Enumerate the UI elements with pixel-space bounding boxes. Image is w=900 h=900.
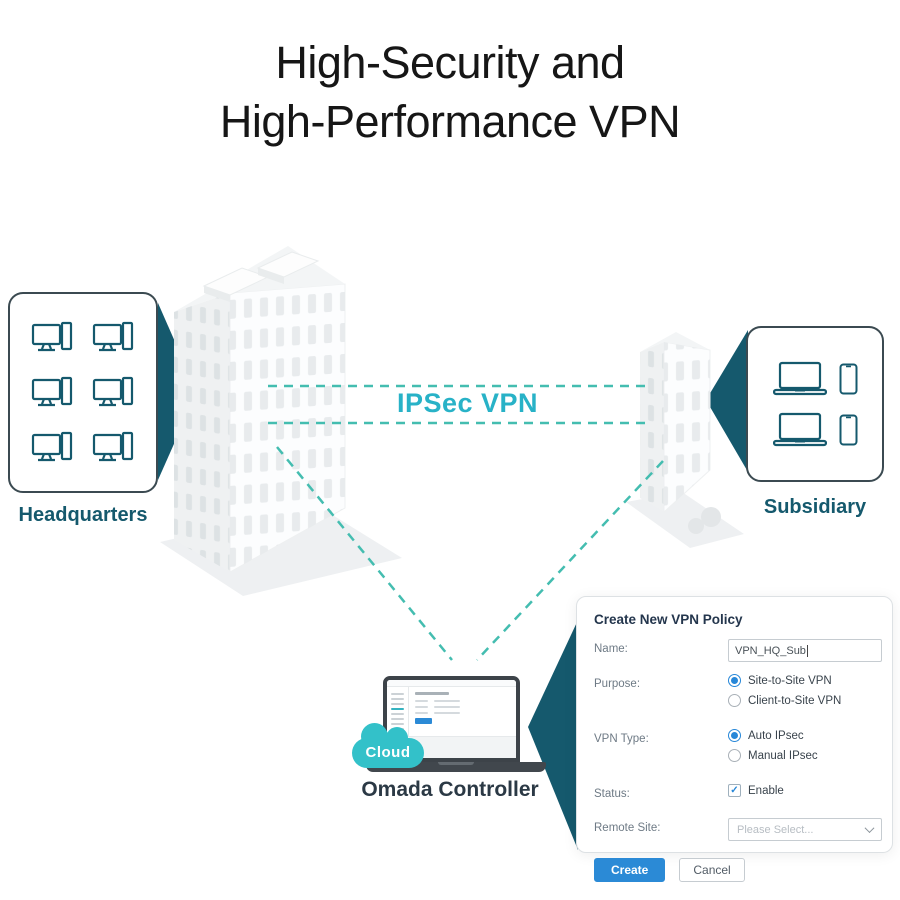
dialog-arrow-icon [528, 620, 578, 850]
name-field-row: Name: VPN_HQ_Sub [594, 639, 882, 662]
vpn-type-label: VPN Type: [594, 733, 649, 745]
subsidiary-row [762, 361, 868, 396]
name-label: Name: [594, 643, 628, 655]
desktop-computer-icon [31, 431, 72, 462]
laptop-icon [772, 361, 827, 396]
cloud-badge: Cloud [352, 723, 424, 768]
smartphone-icon [839, 414, 857, 445]
purpose-field-row: Purpose: Site-to-Site VPN Client-to-Site… [594, 674, 875, 714]
remote-site-select[interactable]: Please Select... [728, 818, 882, 841]
headquarters-box [8, 292, 158, 493]
radio-manual-ipsec[interactable]: Manual IPsec [728, 749, 875, 762]
chevron-down-icon [864, 823, 875, 834]
desktop-computer-icon [92, 431, 133, 462]
bush-icon [688, 518, 704, 534]
mini-button [415, 718, 432, 724]
vpn-type-field-row: VPN Type: Auto IPsec Manual IPsec [594, 729, 875, 769]
radio-unselected-icon[interactable] [728, 694, 741, 707]
cancel-button[interactable]: Cancel [679, 858, 745, 882]
smartphone-icon [839, 363, 857, 394]
status-label: Status: [594, 788, 630, 800]
title-line-1: High-Security and [275, 37, 625, 88]
subsidiary-building [626, 332, 744, 548]
ipsec-vpn-label: IPSec VPN [396, 388, 539, 418]
status-field-row: Status: ✓ Enable [594, 784, 875, 804]
hq-arrow-icon [158, 303, 197, 480]
radio-selected-icon[interactable] [728, 674, 741, 687]
create-vpn-policy-dialog: Create New VPN Policy Name: VPN_HQ_Sub P… [576, 596, 893, 882]
desktop-computer-icon [92, 321, 133, 352]
dialog-title: Create New VPN Policy [594, 612, 743, 627]
title-line-2: High-Performance VPN [219, 95, 681, 147]
desktop-computer-icon [31, 376, 72, 407]
desktop-computer-icon [31, 321, 72, 352]
radio-selected-icon[interactable] [728, 729, 741, 742]
name-input[interactable]: VPN_HQ_Sub [728, 639, 882, 662]
radio-auto-ipsec[interactable]: Auto IPsec [728, 729, 875, 742]
name-input-value: VPN_HQ_Sub [735, 644, 806, 657]
remote-site-placeholder: Please Select... [737, 823, 814, 836]
headquarters-label: Headquarters [18, 504, 148, 526]
create-button[interactable]: Create [594, 858, 666, 882]
bush-icon [701, 507, 721, 527]
radio-client-to-site-vpn[interactable]: Client-to-Site VPN [728, 694, 875, 707]
radio-site-to-site-vpn[interactable]: Site-to-Site VPN [728, 674, 875, 687]
page-title: High-Security and High-Performance VPN [0, 34, 900, 151]
purpose-label: Purpose: [594, 678, 641, 690]
laptop-icon [772, 412, 827, 447]
controller-laptop-base [366, 762, 546, 772]
radio-unselected-icon[interactable] [728, 749, 741, 762]
remote-site-label: Remote Site: [594, 822, 661, 834]
mini-form [409, 687, 516, 758]
desktop-computer-icon [92, 376, 133, 407]
mini-topbar [387, 680, 516, 687]
subsidiary-box [746, 326, 884, 482]
checkbox-checked-icon[interactable]: ✓ [728, 784, 741, 797]
remote-site-field-row: Remote Site: Please Select... [594, 818, 882, 841]
hq-to-controller-line [276, 446, 453, 661]
text-cursor [806, 644, 808, 657]
subsidiary-row [762, 412, 868, 447]
headquarters-building [160, 246, 402, 596]
enable-checkbox-option[interactable]: ✓ Enable [728, 784, 875, 797]
subsidiary-arrow-icon [706, 330, 748, 472]
subsidiary-label: Subsidiary [763, 496, 867, 518]
cloud-badge-label: Cloud [365, 744, 411, 761]
laptop-notch [438, 762, 474, 765]
omada-controller-label: Omada Controller [361, 778, 539, 801]
dialog-buttons: Create Cancel [594, 858, 875, 882]
